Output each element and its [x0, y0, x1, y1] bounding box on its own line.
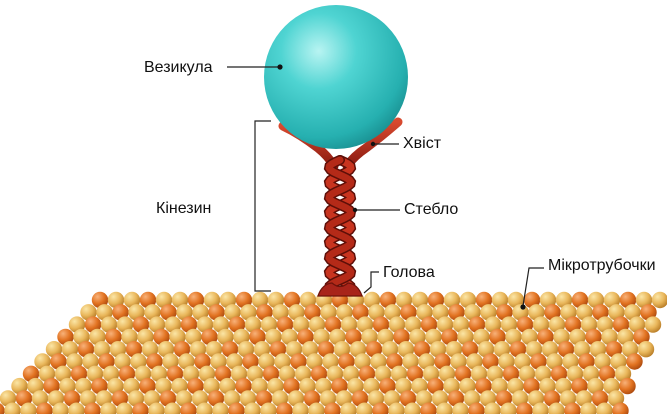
microtubules-marker-dot [520, 304, 525, 309]
kinesin-bracket [255, 121, 271, 291]
microtubule-lattice [0, 292, 667, 414]
tail-label: Хвіст [403, 134, 441, 154]
microtubule-bead [645, 316, 661, 332]
microtubule-bead [626, 353, 642, 369]
head-leader-line [364, 272, 379, 293]
microtubule-bead [619, 378, 635, 394]
kinesin-stalk-helix [329, 160, 351, 288]
tail-marker-dot [371, 142, 375, 146]
head-label: Голова [383, 263, 435, 283]
microtubule-bead [652, 292, 667, 308]
vesicle-marker-dot [277, 64, 282, 69]
vesicle-label: Везикула [144, 58, 213, 78]
vesicle-sphere [264, 5, 408, 149]
microtubules-label: Мікротрубочки [548, 256, 656, 276]
stalk-marker-dot [353, 208, 357, 212]
microtubule-bead [638, 341, 654, 357]
kinesin-label: Кінезин [156, 199, 211, 219]
stalk-label: Стебло [404, 200, 458, 220]
